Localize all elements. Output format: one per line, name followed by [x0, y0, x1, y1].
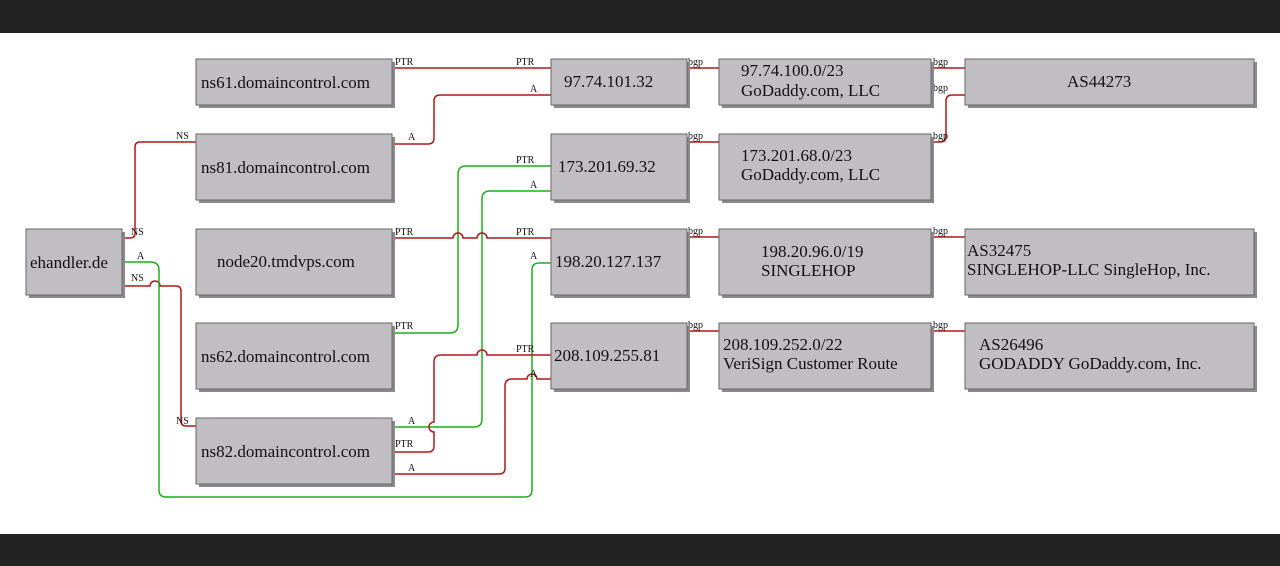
label-bgp-net4: bgp: [933, 320, 948, 331]
node-ehandler-label: ehandler.de: [30, 253, 108, 272]
dns-graph: NS NS A NS NS PTR PTR A A PTR A PTR PTR …: [25, 57, 1257, 498]
label-ptr-ip2: PTR: [516, 155, 535, 166]
label-a-ehandler: A: [137, 251, 145, 262]
label-bgp-net3: bgp: [933, 226, 948, 237]
node-net3-line1: 198.20.96.0/19: [761, 242, 863, 261]
node-ip1-label: 97.74.101.32: [564, 72, 653, 91]
node-ip1[interactable]: 97.74.101.32: [550, 58, 690, 108]
label-ns-ns82: NS: [176, 416, 189, 427]
node-as1[interactable]: AS44273: [964, 58, 1257, 108]
node-as1-line1: AS44273: [1067, 72, 1131, 91]
node-ns82[interactable]: ns82.domaincontrol.com: [195, 417, 395, 487]
node-as3-line2: GODADDY GoDaddy.com, Inc.: [979, 354, 1202, 373]
edge-ehandler-ip3: [123, 261, 551, 498]
label-ptr-ns62: PTR: [395, 321, 414, 332]
edge-net2-as1: [931, 94, 965, 143]
label-a-ip2: A: [530, 180, 538, 191]
label-ptr-ns82: PTR: [395, 439, 414, 450]
edge-ns81-ip1: [394, 94, 551, 145]
node-net4-line2: VeriSign Customer Route: [723, 354, 898, 373]
node-ip2-label: 173.201.69.32: [558, 157, 656, 176]
label-bgp-net2: bgp: [933, 131, 948, 142]
label-ptr-ns61: PTR: [395, 57, 414, 68]
node-net3[interactable]: 198.20.96.0/19 SINGLEHOP: [718, 228, 934, 298]
node-net4[interactable]: 208.109.252.0/22 VeriSign Customer Route: [718, 322, 934, 392]
node-ns81-label: ns81.domaincontrol.com: [201, 158, 370, 177]
node-as2[interactable]: AS32475 SINGLEHOP-LLC SingleHop, Inc.: [964, 228, 1257, 298]
edge-ehandler-ns82: [123, 280, 196, 427]
node-as2-line2: SINGLEHOP-LLC SingleHop, Inc.: [967, 260, 1211, 279]
label-ns-ns81: NS: [176, 131, 189, 142]
node-ip3-label: 198.20.127.137: [555, 252, 662, 271]
node-as2-line1: AS32475: [967, 241, 1031, 260]
node-ns61[interactable]: ns61.domaincontrol.com: [195, 58, 395, 108]
edge-ns82-ip4-ptr: [394, 349, 551, 453]
node-node20-label: node20.tmdvps.com: [217, 252, 355, 271]
label-ns-ehandler-bottom: NS: [131, 273, 144, 284]
top-frame-bar: [0, 0, 1280, 33]
node-ip2[interactable]: 173.201.69.32: [550, 133, 690, 203]
node-ns61-label: ns61.domaincontrol.com: [201, 73, 370, 92]
node-as3-line1: AS26496: [979, 335, 1043, 354]
edge-ehandler-ns81: [123, 141, 196, 239]
node-ns82-label: ns82.domaincontrol.com: [201, 442, 370, 461]
label-bgp-ip4: bgp: [688, 320, 703, 331]
edge-ns82-ip2: [394, 190, 551, 428]
edge-node20-ip3: [394, 232, 551, 239]
node-ns81[interactable]: ns81.domaincontrol.com: [195, 133, 395, 203]
node-as3[interactable]: AS26496 GODADDY GoDaddy.com, Inc.: [964, 322, 1257, 392]
label-a-ip3: A: [530, 251, 538, 262]
label-bgp-ip1: bgp: [688, 57, 703, 68]
label-ptr-ip1: PTR: [516, 57, 535, 68]
node-net2-line1: 173.201.68.0/23: [741, 146, 852, 165]
node-net2[interactable]: 173.201.68.0/23 GoDaddy.com, LLC: [718, 133, 934, 203]
label-ptr-ip4: PTR: [516, 344, 535, 355]
node-net1[interactable]: 97.74.100.0/23 GoDaddy.com, LLC: [718, 58, 934, 108]
label-a-ns82-top: A: [408, 416, 416, 427]
edge-ns82-ip4-a: [394, 373, 551, 475]
node-net1-line1: 97.74.100.0/23: [741, 61, 843, 80]
edge-ns62-ip2: [394, 165, 551, 334]
node-net4-line1: 208.109.252.0/22: [723, 335, 842, 354]
node-ns62-label: ns62.domaincontrol.com: [201, 347, 370, 366]
node-net1-line2: GoDaddy.com, LLC: [741, 81, 880, 100]
label-bgp-ip2: bgp: [688, 131, 703, 142]
label-ns-ehandler-top: NS: [131, 227, 144, 238]
node-ip4[interactable]: 208.109.255.81: [550, 322, 690, 392]
label-a-ns82-bottom: A: [408, 463, 416, 474]
diagram-canvas: NS NS A NS NS PTR PTR A A PTR A PTR PTR …: [0, 33, 1280, 534]
node-ehandler[interactable]: ehandler.de: [25, 228, 125, 298]
label-ptr-ip3: PTR: [516, 227, 535, 238]
node-node20[interactable]: node20.tmdvps.com: [195, 228, 395, 298]
label-bgp-ip3: bgp: [688, 226, 703, 237]
bottom-frame-bar: [0, 534, 1280, 566]
node-ip4-label: 208.109.255.81: [554, 346, 660, 365]
label-ptr-node20: PTR: [395, 227, 414, 238]
node-ip3[interactable]: 198.20.127.137: [550, 228, 690, 298]
node-ns62[interactable]: ns62.domaincontrol.com: [195, 322, 395, 392]
label-bgp-net1b: bgp: [933, 83, 948, 94]
label-bgp-net1: bgp: [933, 57, 948, 68]
label-a-ip4: A: [530, 369, 538, 380]
node-net3-line2: SINGLEHOP: [761, 261, 855, 280]
label-a-ip1: A: [530, 84, 538, 95]
label-a-ns81: A: [408, 132, 416, 143]
node-net2-line2: GoDaddy.com, LLC: [741, 165, 880, 184]
